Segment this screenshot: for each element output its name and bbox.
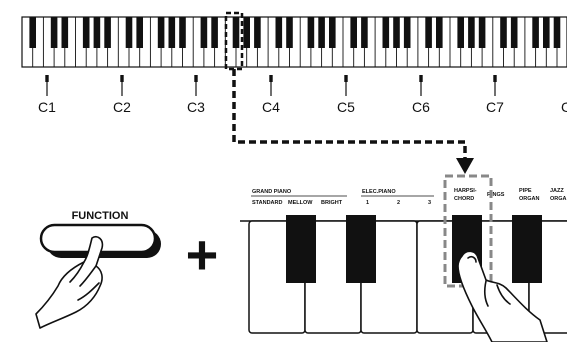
note-label-c5: C5 bbox=[337, 99, 355, 115]
black-key[interactable] bbox=[346, 215, 376, 283]
note-label-c6: C6 bbox=[412, 99, 430, 115]
tone-harpsichord-line2: CHORD bbox=[454, 196, 474, 202]
mini-black-key bbox=[553, 17, 561, 48]
plus-sign: + bbox=[186, 223, 219, 286]
connector-arrow-head bbox=[456, 158, 474, 174]
tone-elec-3: 3 bbox=[428, 200, 431, 206]
note-label-c4: C4 bbox=[262, 99, 280, 115]
note-label-c1: C1 bbox=[38, 99, 56, 115]
mini-black-key bbox=[436, 17, 443, 48]
mini-black-key bbox=[254, 17, 261, 48]
mini-black-key bbox=[29, 17, 36, 48]
note-labels: C1 C2 C3 C4 C5 C6 C7 C8 bbox=[38, 99, 567, 115]
note-marker-dot bbox=[419, 75, 423, 82]
mini-black-key bbox=[82, 17, 90, 48]
mini-black-key bbox=[478, 17, 486, 48]
mini-black-key bbox=[232, 17, 240, 48]
harpsichord-highlight bbox=[443, 174, 493, 288]
connector-arrow-line bbox=[232, 69, 467, 160]
group-label-grand-piano: GRAND PIANO bbox=[252, 189, 292, 195]
mini-black-key bbox=[457, 17, 464, 48]
mini-black-key bbox=[61, 17, 69, 48]
note-marker-dot bbox=[344, 75, 348, 82]
mini-black-key bbox=[104, 17, 111, 48]
mini-black-key bbox=[361, 17, 368, 48]
tone-standard: STANDARD bbox=[252, 200, 282, 206]
mini-black-key bbox=[382, 17, 390, 48]
tone-jazz-organ-line1: JAZZ bbox=[550, 188, 564, 194]
function-button-label: FUNCTION bbox=[72, 210, 129, 222]
note-label-c7: C7 bbox=[486, 99, 504, 115]
note-marker-dot bbox=[45, 75, 49, 82]
hand-icon-right bbox=[457, 250, 548, 342]
mini-black-key bbox=[179, 17, 186, 48]
group-label-elec-piano: ELEC.PIANO bbox=[362, 189, 396, 195]
note-marker-dot bbox=[120, 75, 124, 82]
mini-black-key bbox=[275, 17, 283, 48]
mini-black-key bbox=[125, 17, 133, 48]
tone-mellow: MELLOW bbox=[288, 200, 313, 206]
hand-icon-left bbox=[35, 235, 104, 329]
note-marker-dot bbox=[493, 75, 497, 82]
note-label-c3: C3 bbox=[187, 99, 205, 115]
mini-black-key bbox=[510, 17, 518, 48]
tone-strings: RINGS bbox=[487, 192, 505, 198]
mini-black-key bbox=[136, 17, 143, 48]
note-marker-dot bbox=[269, 75, 273, 82]
mini-black-key bbox=[543, 17, 550, 48]
mini-keyboard-outline bbox=[21, 16, 567, 68]
mini-black-key bbox=[211, 17, 218, 48]
note-marker-dot bbox=[194, 75, 198, 82]
tone-jazz-organ-line2: ORGA bbox=[550, 196, 567, 202]
note-markers bbox=[45, 75, 497, 96]
mini-black-key bbox=[318, 17, 325, 48]
mini-black-key bbox=[93, 17, 101, 48]
note-label-c2: C2 bbox=[113, 99, 131, 115]
mini-black-key bbox=[532, 17, 539, 48]
tone-pipe-organ-line1: PIPE bbox=[519, 188, 532, 194]
mini-black-key bbox=[350, 17, 357, 48]
mini-black-key bbox=[403, 17, 411, 48]
mini-black-key bbox=[393, 17, 400, 48]
tone-pipe-organ-line2: ORGAN bbox=[519, 196, 540, 202]
mini-black-key bbox=[168, 17, 176, 48]
mini-black-key bbox=[50, 17, 58, 48]
mini-keyboard bbox=[21, 16, 567, 68]
black-key[interactable] bbox=[512, 215, 542, 283]
mini-black-key bbox=[157, 17, 165, 48]
black-key[interactable] bbox=[286, 215, 316, 283]
tone-labels: GRAND PIANO STANDARD MELLOW BRIGHT ELEC.… bbox=[251, 188, 567, 206]
mini-black-key bbox=[200, 17, 208, 48]
note-label-c8: C8 bbox=[561, 99, 567, 115]
tone-bright: BRIGHT bbox=[321, 200, 343, 206]
mini-black-key bbox=[243, 17, 250, 48]
mini-black-key bbox=[286, 17, 293, 48]
mini-black-key bbox=[500, 17, 507, 48]
mini-black-key bbox=[307, 17, 315, 48]
mini-black-key bbox=[425, 17, 432, 48]
mini-black-key bbox=[468, 17, 475, 48]
mini-black-key bbox=[329, 17, 336, 48]
tone-elec-1: 1 bbox=[366, 200, 369, 206]
tone-harpsichord-line1: HARPSI- bbox=[454, 188, 477, 194]
tone-elec-2: 2 bbox=[397, 200, 400, 206]
